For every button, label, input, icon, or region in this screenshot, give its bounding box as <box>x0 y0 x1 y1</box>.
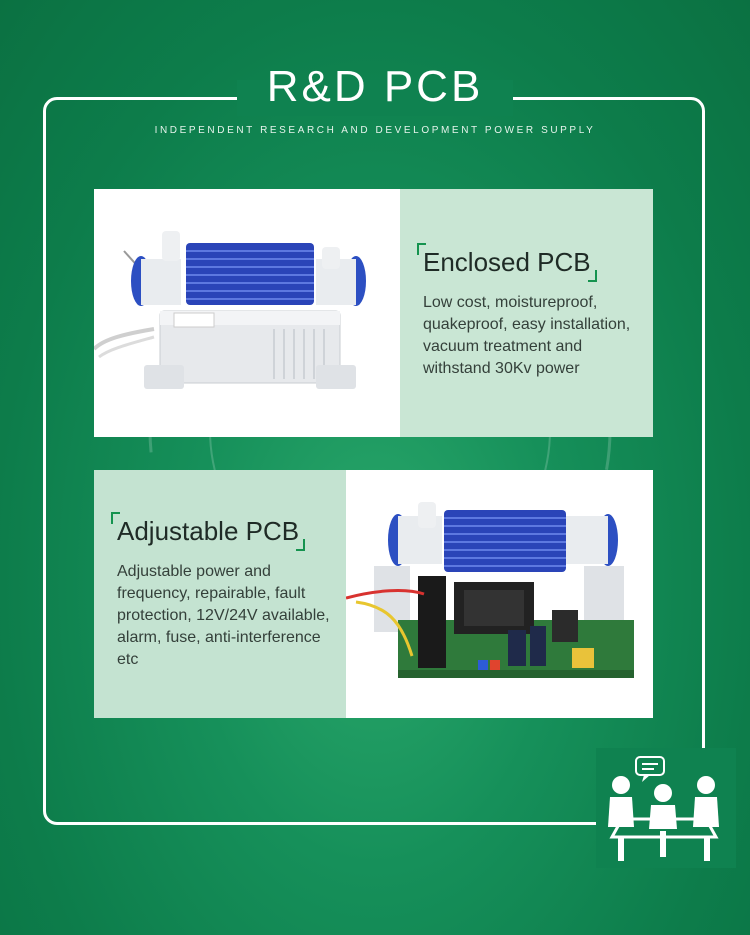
enclosed-pcb-heading: Enclosed PCB <box>423 247 591 277</box>
bracket-left-decoration <box>111 512 120 524</box>
page-subtitle: INDEPENDENT RESEARCH AND DEVELOPMENT POW… <box>154 125 596 136</box>
enclosed-pcb-photo <box>94 189 400 437</box>
adjustable-pcb-heading: Adjustable PCB <box>117 516 300 546</box>
enclosed-pcb-card: Enclosed PCB Low cost, moistureproof, qu… <box>94 189 653 437</box>
adjustable-pcb-text-panel: Adjustable PCB Adjustable power and freq… <box>94 470 346 718</box>
title-gap <box>237 80 513 116</box>
heading-frame: Enclosed PCB <box>417 243 597 282</box>
adjustable-pcb-description: Adjustable power and frequency, repairab… <box>117 563 330 668</box>
heading-frame: Adjustable PCB <box>111 512 306 551</box>
adjustable-pcb-photo <box>345 470 653 718</box>
enclosed-pcb-description: Low cost, moistureproof, quakeproof, eas… <box>423 294 631 377</box>
page-title: R&D PCB <box>266 62 484 111</box>
chat-bubble-icon <box>635 756 665 782</box>
bracket-left-decoration <box>417 243 426 255</box>
bracket-right-decoration <box>587 270 597 282</box>
enclosed-pcb-text-panel: Enclosed PCB Low cost, moistureproof, qu… <box>400 189 653 437</box>
bracket-right-decoration <box>296 539 306 551</box>
adjustable-pcb-card: Adjustable PCB Adjustable power and freq… <box>94 470 653 718</box>
team-meeting-icon <box>608 756 719 861</box>
